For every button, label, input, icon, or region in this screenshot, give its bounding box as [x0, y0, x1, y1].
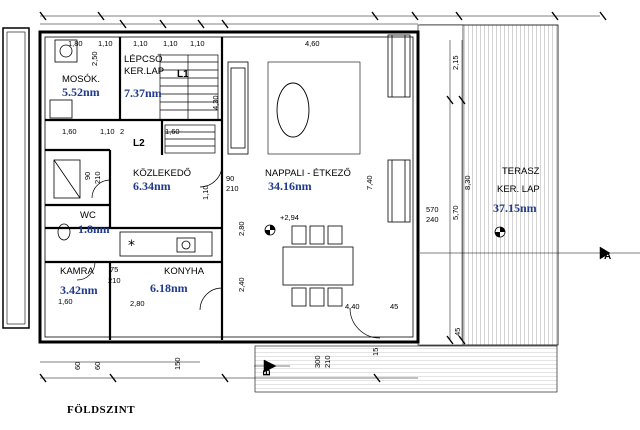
- dim-right-215: 2,15: [451, 55, 460, 70]
- dim-bot-150: 150: [173, 357, 182, 370]
- terrace-level-marker: [494, 226, 506, 238]
- dim-top-110c: 1,10: [163, 39, 178, 48]
- room-name-terasz: TERASZ: [502, 166, 540, 177]
- room-area-konyha: 6.18nm: [150, 281, 188, 295]
- dim-d-210: 210: [226, 184, 239, 193]
- dim-bot-300: 300: [313, 355, 322, 368]
- glazing-right: [387, 34, 411, 223]
- rug: [267, 61, 361, 155]
- dim-bot-210: 210: [323, 355, 332, 368]
- section-mark-a: A: [604, 251, 611, 262]
- dining-set: [282, 225, 354, 307]
- terrace-step: [417, 24, 464, 346]
- dim-bot-45b: 45: [453, 328, 462, 336]
- dim-kozl-110: 1,10: [201, 185, 210, 200]
- dim-kamra-160: 1,60: [58, 297, 73, 306]
- dim-lower-110: 1,10: [100, 127, 115, 136]
- room-area-kozlekedo: 6.34nm: [133, 179, 171, 193]
- elevation-marker: [264, 224, 276, 236]
- section-mark-b: B: [262, 369, 273, 376]
- room-name-konyha: KONYHA: [164, 266, 205, 277]
- room-name2-lepcso: KER.LAP: [124, 66, 164, 77]
- elevation-value: +2,94: [280, 213, 299, 222]
- room-name-kozlekedo: KÖZLEKEDŐ: [133, 168, 191, 179]
- dim-bot-60b: 60: [93, 362, 102, 370]
- dim-d-280: 2,80: [237, 221, 246, 236]
- dim-d-240: 2,40: [237, 277, 246, 292]
- exterior-walls: [38, 30, 420, 344]
- dim-top-110a: 1,10: [98, 39, 113, 48]
- dim-bot-440: 4,40: [345, 302, 360, 311]
- room-name-mosok: MOSÓK.: [62, 74, 100, 85]
- dim-right-240: 240: [426, 215, 439, 224]
- dim-bot-15: 15: [371, 348, 380, 356]
- left-neighbour-wall: [2, 27, 30, 329]
- dim-v-90: 90: [83, 172, 92, 180]
- room-area-kamra: 3.42nm: [60, 283, 98, 297]
- dim-lower-2: 2: [120, 127, 124, 136]
- dim-right-570b: 5,70: [451, 205, 460, 220]
- dimension-ticks: [39, 11, 607, 383]
- room-area-nappali: 34.16nm: [268, 179, 312, 193]
- kitchen-star: *: [128, 238, 135, 254]
- sofa: [227, 61, 249, 155]
- dim-top-110d: 1,10: [190, 39, 205, 48]
- room-name-lepcso: LÉPCSŐ: [124, 54, 163, 65]
- dim-top-180: 1,80: [68, 39, 83, 48]
- dim-side-250: 2,50: [90, 51, 99, 66]
- dim-top-110b: 1,10: [133, 39, 148, 48]
- room-name-nappali: NAPPALI - ÉTKEZŐ: [265, 168, 351, 179]
- kitchen-counter: [119, 231, 213, 257]
- floor-title: FÖLDSZINT: [67, 404, 136, 416]
- room-area-mosok: 5.52nm: [62, 85, 100, 99]
- room-name2-terasz: KER. LAP: [497, 184, 540, 195]
- level-mark-l1: L1: [177, 69, 189, 80]
- room-area-wc: 1.8nm: [78, 222, 110, 236]
- terrace-lower-paving: [254, 345, 558, 393]
- dim-bot-280: 2,80: [130, 299, 145, 308]
- room-area-lepcso: 7.37nm: [124, 86, 162, 100]
- dim-top-460: 4,60: [305, 39, 320, 48]
- room-name-wc: WC: [80, 210, 96, 221]
- dim-bot-60a: 60: [73, 362, 82, 370]
- dim-v-210a: 210: [93, 171, 102, 184]
- dim-kamra-75: 75: [110, 265, 118, 274]
- room-name-kamra: KAMRA: [60, 266, 94, 277]
- laundry-appliances: [49, 39, 78, 119]
- dim-right-740: 7,40: [365, 175, 374, 190]
- dim-right-830: 8,30: [463, 175, 472, 190]
- dim-bot-45a: 45: [390, 302, 398, 311]
- dim-d-90: 90: [226, 174, 234, 183]
- staircase: [159, 54, 219, 154]
- dimension-lines: [40, 15, 640, 379]
- room-area-terasz: 37.15nm: [493, 201, 537, 215]
- coffee-table: [276, 82, 310, 138]
- dim-side-430: 4,30: [211, 95, 220, 110]
- door-swings: [76, 164, 381, 339]
- level-mark-l2: L2: [133, 138, 145, 149]
- dim-kamra-210: 210: [108, 276, 121, 285]
- dim-right-570: 570: [426, 205, 439, 214]
- dim-kozl-160: 1,60: [165, 127, 180, 136]
- wc-fixture: [53, 159, 81, 241]
- dim-lower-160: 1,60: [62, 127, 77, 136]
